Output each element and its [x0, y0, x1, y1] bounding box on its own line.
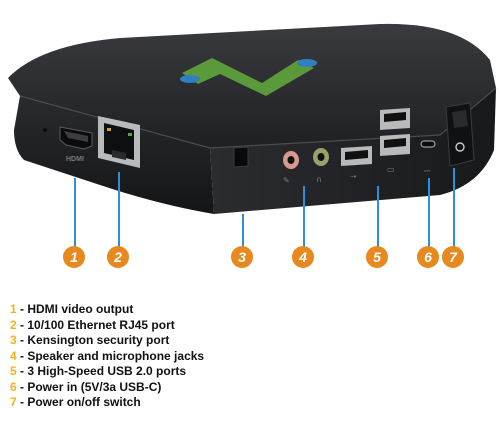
callout-badge-7: 7 — [442, 246, 464, 268]
legend-item: 5 - 3 High-Speed USB 2.0 ports — [10, 364, 187, 378]
usb-ports — [341, 108, 410, 166]
usb-c-port — [420, 140, 436, 148]
legend-item: 1 - HDMI video output — [10, 302, 134, 316]
speaker-glyph-icon: ✎ — [283, 176, 290, 185]
usb-glyph-icon: ⇢ — [350, 172, 357, 181]
brand-logo-icon — [180, 58, 317, 96]
legend-item: 6 - Power in (5V/3a USB-C) — [10, 379, 162, 394]
usb-glyph-icon-2: ▭ — [387, 165, 395, 174]
port-legend: 1 - HDMI video output 2 - 10/100 Etherne… — [10, 302, 204, 411]
legend-item: 7 - Power on/off switch — [10, 395, 141, 409]
callout-badge-6: 6 — [417, 246, 439, 268]
legend-item: 4 - Speaker and microphone jacks — [10, 348, 205, 363]
ethernet-port — [98, 116, 140, 168]
callout-badge-1: 1 — [63, 246, 85, 268]
legend-item: 2 - 10/100 Ethernet RJ45 port — [10, 317, 175, 332]
legend-item: 3 - Kensington security port — [10, 333, 170, 347]
headphone-glyph-icon: ∩ — [316, 175, 322, 184]
callout-badge-2: 2 — [107, 246, 129, 268]
status-led — [43, 128, 47, 132]
hdmi-label: HDMI — [66, 156, 84, 163]
speaker-jack — [283, 151, 299, 169]
power-switch — [445, 102, 475, 167]
power-symbol-icon — [455, 142, 465, 152]
callout-badge-5: 5 — [366, 246, 388, 268]
hdmi-port: HDMI — [59, 126, 93, 163]
callout-badge-3: 3 — [231, 246, 253, 268]
power-in-glyph-icon: ⎓ — [424, 166, 431, 175]
kensington-slot — [233, 146, 249, 168]
microphone-jack — [313, 148, 329, 166]
device-illustration: HDMI — [8, 23, 497, 248]
callout-badge-4: 4 — [292, 246, 314, 268]
